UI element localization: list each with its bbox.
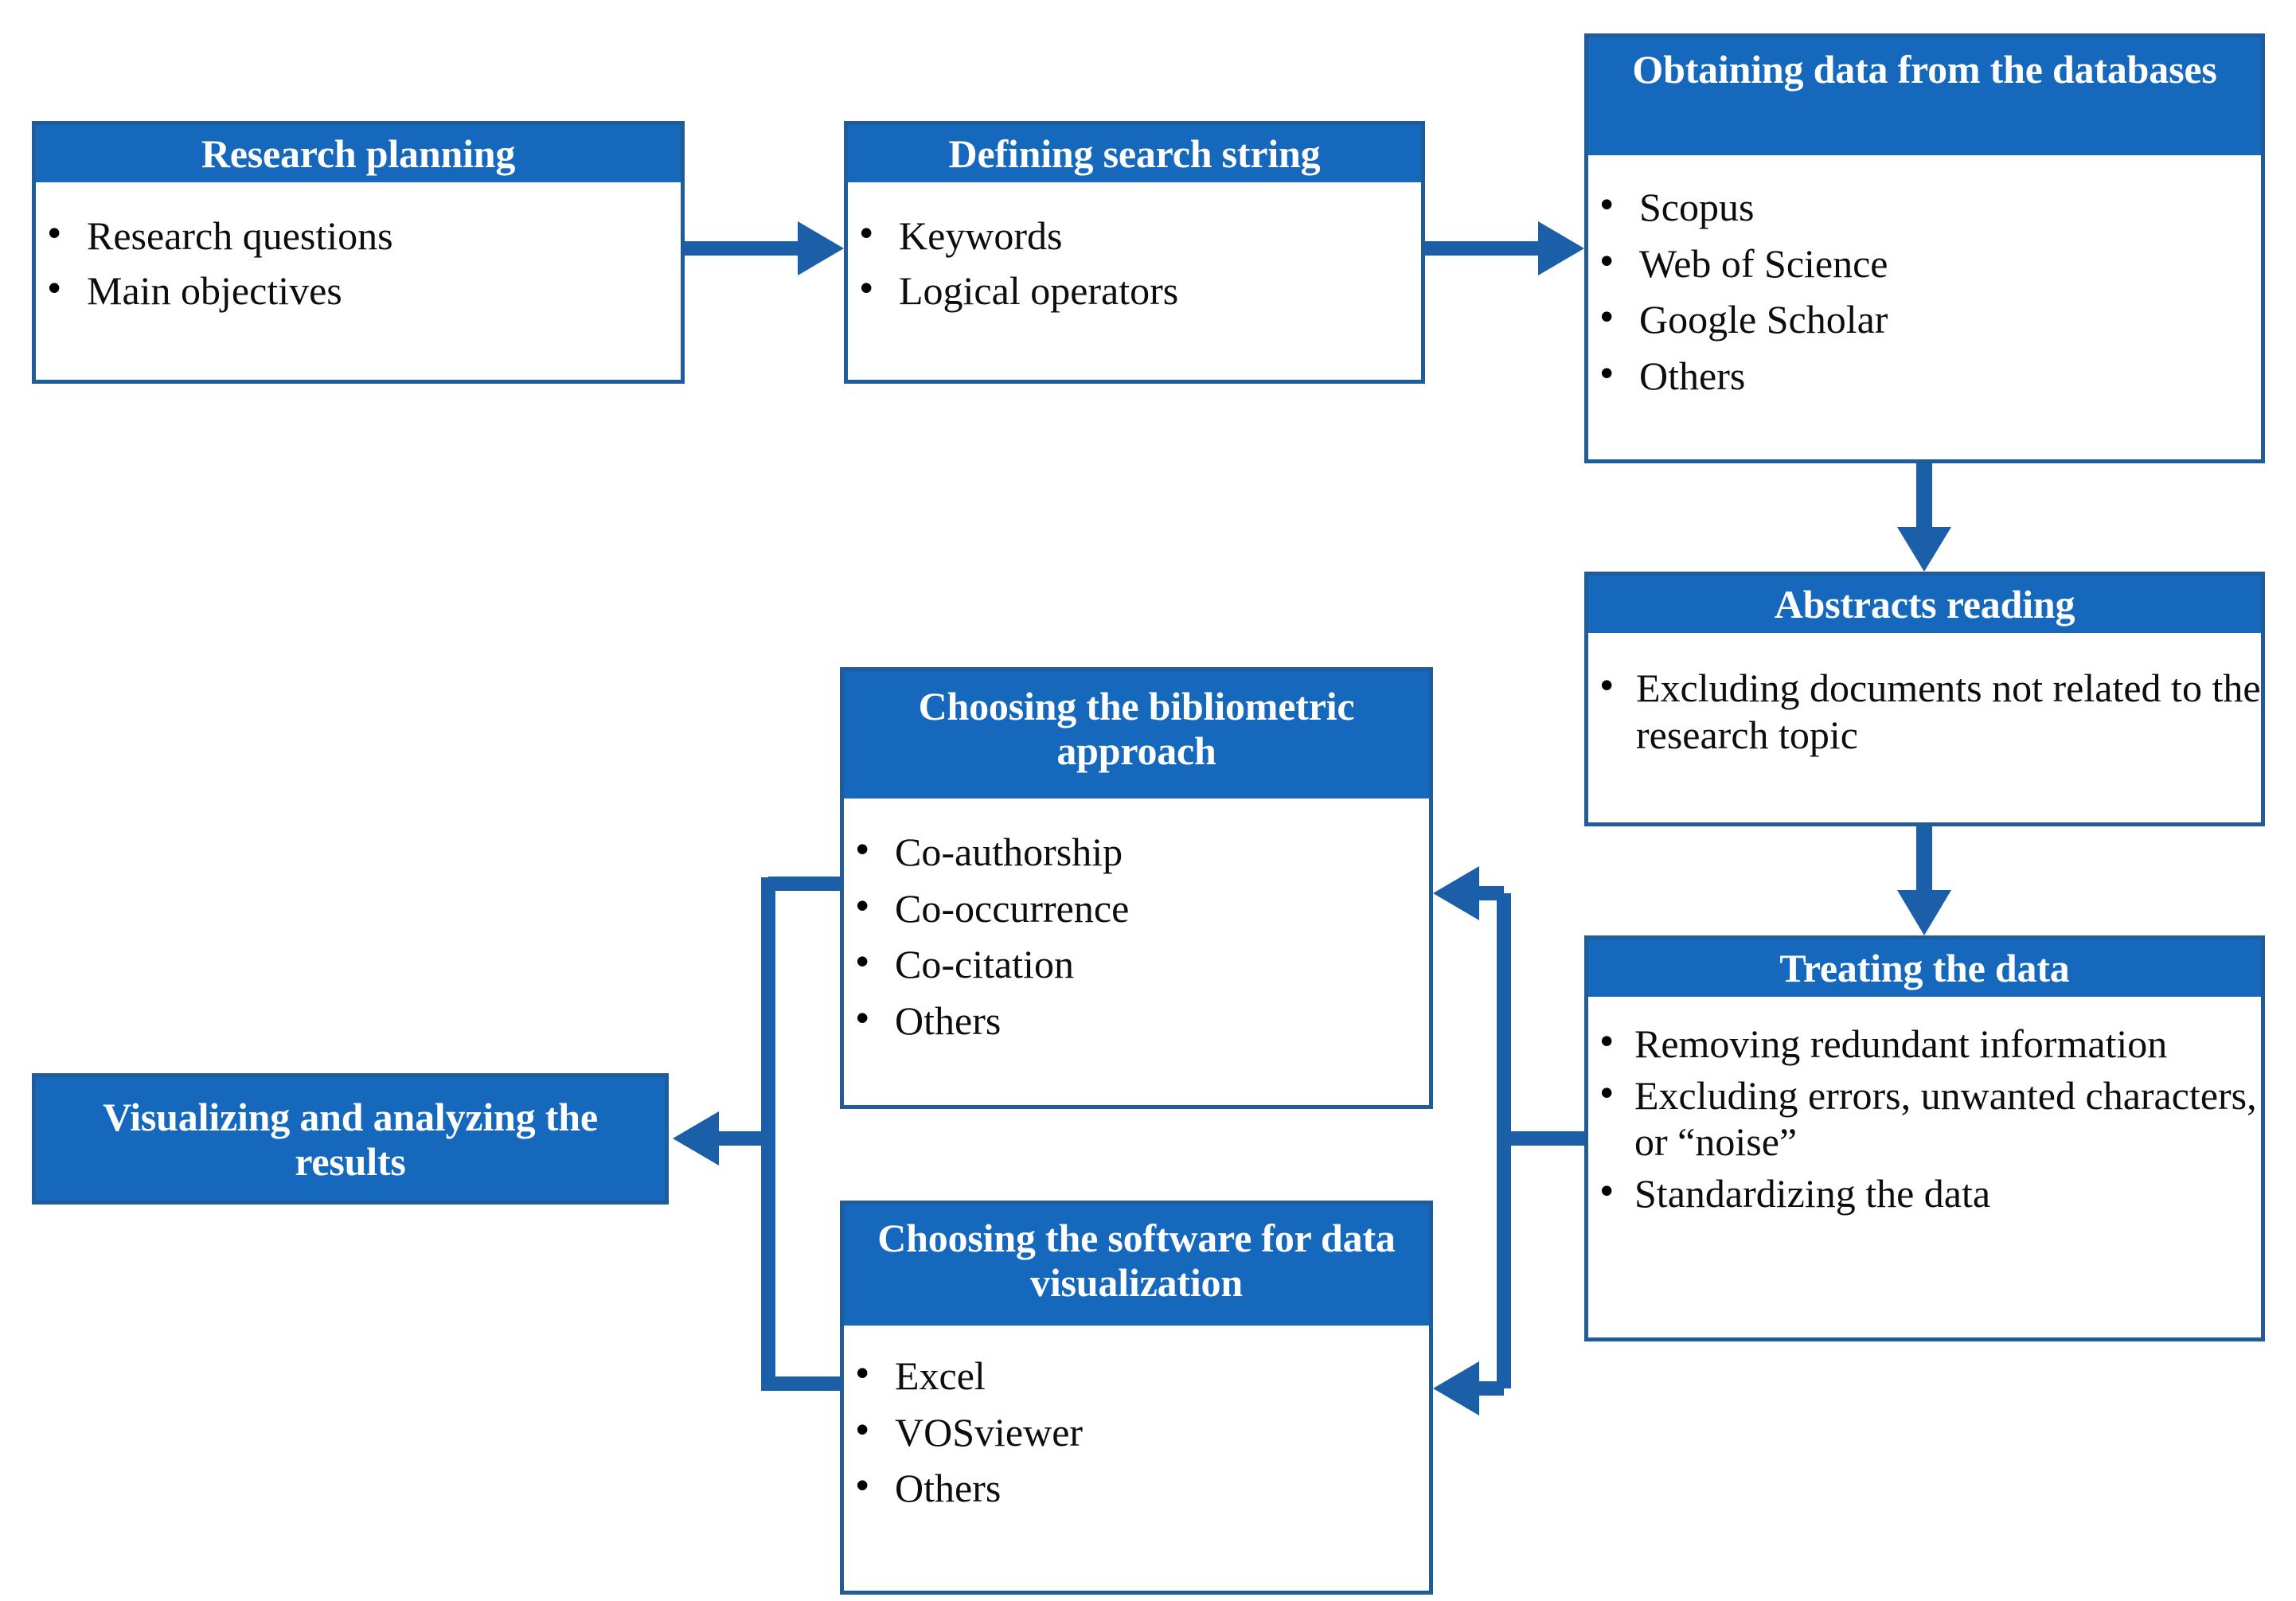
list-item: Others <box>844 1462 1429 1512</box>
edge-treating-data-to-choosing-boxes <box>1433 866 1584 1416</box>
node-research-planning-list: Research questions Main objectives <box>36 209 681 314</box>
list-item: Web of Science <box>1588 237 2261 287</box>
list-item: Excluding errors, unwanted characters, o… <box>1588 1069 2261 1166</box>
node-visualizing-and-analyzing-results[interactable]: Visualizing and analyzing the results <box>32 1073 669 1205</box>
node-defining-search-string-body: Keywords Logical operators <box>848 182 1421 380</box>
list-item: Excel <box>844 1349 1429 1400</box>
node-choosing-software-body: Excel VOSviewer Others <box>844 1326 1429 1591</box>
node-choosing-bibliometric-approach[interactable]: Choosing the bibliometric approach Co-au… <box>840 667 1433 1109</box>
node-obtaining-data-list: Scopus Web of Science Google Scholar Oth… <box>1588 181 2261 400</box>
list-item: Keywords <box>848 209 1421 260</box>
node-treating-the-data[interactable]: Treating the data Removing redundant inf… <box>1584 935 2265 1341</box>
list-item: Removing redundant information <box>1588 1017 2261 1068</box>
node-research-planning[interactable]: Research planning Research questions Mai… <box>32 121 685 384</box>
edge-search-string-to-obtaining-data <box>1425 221 1584 275</box>
node-abstracts-reading-list: Excluding documents not related to the r… <box>1588 662 2261 758</box>
list-item: Research questions <box>36 209 681 260</box>
list-item: Co-occurrence <box>844 882 1429 932</box>
node-obtaining-data-body: Scopus Web of Science Google Scholar Oth… <box>1588 155 2261 459</box>
node-choosing-software-title: Choosing the software for data visualiza… <box>844 1205 1429 1326</box>
list-item: Main objectives <box>36 264 681 314</box>
list-item: Logical operators <box>848 264 1421 314</box>
node-treating-the-data-body: Removing redundant information Excluding… <box>1588 997 2261 1337</box>
node-choosing-bibliometric-approach-title: Choosing the bibliometric approach <box>844 671 1429 799</box>
edge-abstracts-reading-to-treating-data <box>1897 826 1951 935</box>
node-research-planning-title: Research planning <box>36 125 681 182</box>
list-item: Others <box>844 994 1429 1045</box>
edge-choosing-boxes-to-visualizing-results <box>673 877 840 1391</box>
node-choosing-bibliometric-approach-list: Co-authorship Co-occurrence Co-citation … <box>844 826 1429 1045</box>
list-item: Google Scholar <box>1588 293 2261 343</box>
list-item: Co-authorship <box>844 826 1429 876</box>
node-treating-the-data-list: Removing redundant information Excluding… <box>1588 1017 2261 1217</box>
list-item: VOSviewer <box>844 1406 1429 1456</box>
node-defining-search-string-title: Defining search string <box>848 125 1421 182</box>
node-abstracts-reading-title: Abstracts reading <box>1588 576 2261 633</box>
node-abstracts-reading-body: Excluding documents not related to the r… <box>1588 633 2261 822</box>
node-obtaining-data-from-databases[interactable]: Obtaining data from the databases Scopus… <box>1584 33 2265 463</box>
node-choosing-software-list: Excel VOSviewer Others <box>844 1349 1429 1512</box>
node-research-planning-body: Research questions Main objectives <box>36 182 681 380</box>
list-item: Others <box>1588 349 2261 400</box>
node-abstracts-reading[interactable]: Abstracts reading Excluding documents no… <box>1584 572 2265 826</box>
list-item: Scopus <box>1588 181 2261 231</box>
node-defining-search-string-list: Keywords Logical operators <box>848 209 1421 314</box>
node-visualizing-and-analyzing-results-title: Visualizing and analyzing the results <box>36 1077 665 1201</box>
list-item: Excluding documents not related to the r… <box>1588 662 2261 758</box>
list-item: Standardizing the data <box>1588 1167 2261 1217</box>
node-choosing-bibliometric-approach-body: Co-authorship Co-occurrence Co-citation … <box>844 799 1429 1105</box>
node-treating-the-data-title: Treating the data <box>1588 939 2261 997</box>
node-defining-search-string[interactable]: Defining search string Keywords Logical … <box>844 121 1425 384</box>
list-item: Co-citation <box>844 938 1429 988</box>
edge-research-planning-to-search-string <box>685 221 844 275</box>
node-obtaining-data-title: Obtaining data from the databases <box>1588 37 2261 155</box>
edge-obtaining-data-to-abstracts-reading <box>1897 463 1951 572</box>
node-choosing-software-for-data-visualization[interactable]: Choosing the software for data visualiza… <box>840 1201 1433 1595</box>
